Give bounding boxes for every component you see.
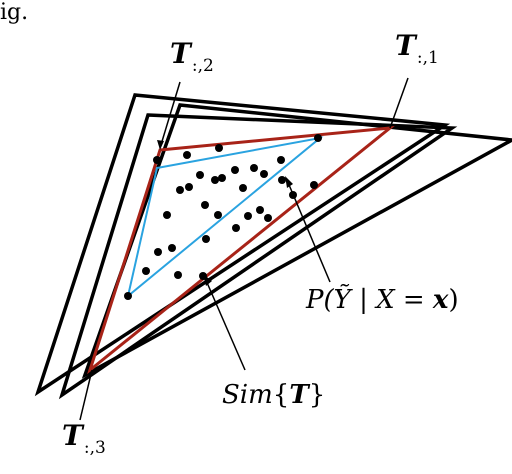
t2-leader [159,81,181,149]
sample-point [250,164,258,172]
sample-point [239,184,247,192]
p-leader [286,179,331,283]
sample-point [211,176,219,184]
sample-point [142,267,150,275]
sample-point [154,248,162,256]
label-t2: T:,2 [170,37,214,75]
sample-point [176,186,184,194]
sample-point [256,206,264,214]
label-sim-symbol: T [289,380,309,410]
sample-point [218,174,226,182]
sim-triangle [87,126,395,375]
t3-leader [79,369,93,421]
sample-point [168,244,176,252]
label-p-close: ) [448,285,459,315]
label-p-var: x [432,285,449,315]
t1-leader [389,77,409,129]
label-t2-subscript: :,2 [191,56,214,76]
sample-point [244,212,252,220]
label-t1-subscript: :,1 [416,48,439,68]
label-sim-close: } [308,380,326,410]
p-triangle [126,136,324,299]
sample-point [278,176,286,184]
label-sim-open: { [272,380,290,410]
sim-arrowhead [203,274,212,286]
p-arrowhead [285,176,293,188]
label-p-text: P(Ỹ | X = [306,285,433,315]
label-t1-symbol: T [395,29,416,62]
label-t3-symbol: T [62,419,83,452]
sample-point [264,214,272,222]
outer-triangle-1 [34,93,451,397]
label-sim-prefix: Sim [222,380,273,410]
label-t1: T:,1 [395,29,439,67]
sample-point [214,211,222,219]
sample-point [163,211,171,219]
label-sim: Sim{T} [222,382,325,408]
outer-triangle-3 [58,113,458,400]
sample-point [231,166,239,174]
sample-point [260,170,268,178]
sample-point [314,134,322,142]
label-t3: T:,3 [62,419,106,457]
label-t2-symbol: T [170,37,191,70]
sample-point [153,156,161,164]
sample-point [183,151,191,159]
sample-point [232,224,240,232]
sample-point [310,181,318,189]
label-t3-subscript: :,3 [83,438,106,458]
sample-point [124,292,132,300]
sample-point [277,156,285,164]
sample-point [215,144,223,152]
label-p: P(Ỹ | X = x) [306,287,459,313]
sample-point [202,235,210,243]
sample-point [196,171,204,179]
sample-point [174,271,182,279]
sample-point [201,201,209,209]
sample-points [124,134,322,300]
sim-leader [204,277,246,371]
sample-point [185,183,193,191]
header-fragment: ig. [0,0,29,25]
t2-arrowhead [157,140,164,150]
